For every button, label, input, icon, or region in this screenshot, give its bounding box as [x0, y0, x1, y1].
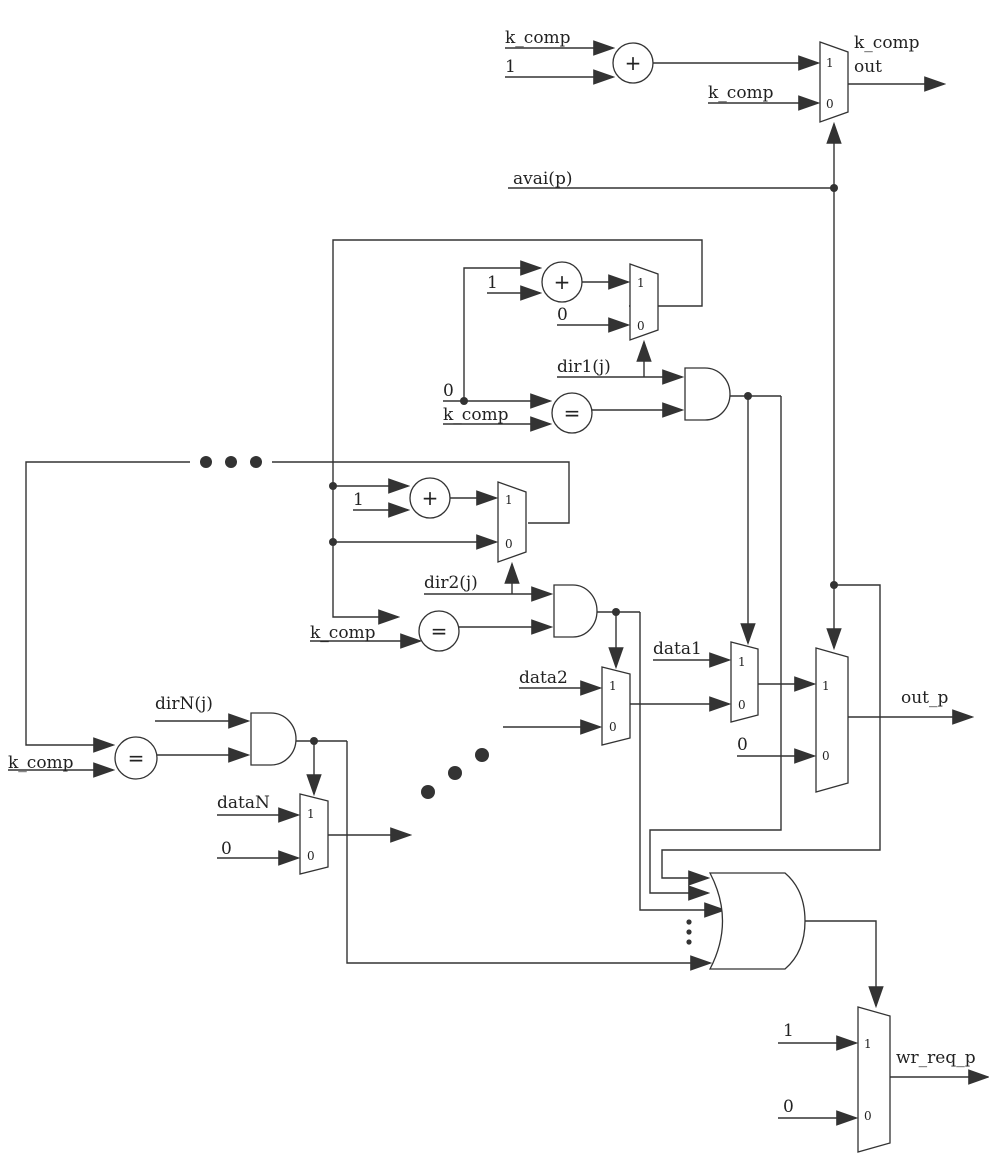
wire-avai-to-or — [661, 584, 881, 886]
or-section: 1 0 1 0 wr_req_p — [686, 872, 989, 1153]
wire-or-to-mux-wr — [805, 920, 884, 1009]
data-muxes: data1 1 0 data2 1 0 0 1 0 out_p — [503, 639, 975, 793]
top-section: k_comp 1 + k_comp 1 0 k_comp out avai(p) — [505, 28, 947, 886]
mux-wr-pin0: 0 — [864, 1109, 872, 1123]
stage-1: 1 + 0 1 0 dir1(j) 0 k_comp = — [332, 239, 782, 901]
label-out-p: out_p — [901, 688, 949, 708]
comparator-stageN — [114, 736, 158, 780]
mux-data2-pin0: 0 — [609, 720, 617, 734]
adder-stage2-symbol: + — [422, 486, 439, 510]
label-data1: data1 — [653, 639, 702, 659]
comparator-stage2-symbol: = — [431, 619, 448, 643]
stage-2: 1 + 1 0 dir2(j) k_comp = — [25, 456, 727, 918]
wire-and1-to-or — [649, 396, 782, 901]
and-gate-stage2 — [553, 584, 598, 638]
ellipsis-dot-2 — [225, 456, 237, 468]
mux-data2-pin1: 1 — [609, 679, 617, 693]
mux-data1-pin0: 0 — [738, 698, 746, 712]
or-input-dot-3 — [686, 939, 692, 945]
stage-n: dirN(j) k_comp = dataN 0 1 0 — [8, 694, 713, 971]
or-input-dot-1 — [686, 919, 692, 925]
mux-stage2-pin1: 1 — [505, 493, 513, 507]
label-kcomp-eq1: k_comp — [443, 405, 509, 425]
wire-and2-to-or — [639, 612, 727, 918]
or-input-dot-2 — [686, 929, 692, 935]
mux-kcomp-pin1: 1 — [826, 56, 834, 70]
label-kcomp-eqN: k_comp — [8, 753, 74, 773]
mux-stage2-pin0: 0 — [505, 537, 513, 551]
wire-feedback-stage1 — [332, 239, 703, 625]
label-one-stage2: 1 — [353, 490, 364, 510]
mux-dataN-pin1: 1 — [307, 807, 315, 821]
mux-dataN — [299, 793, 329, 875]
label-dataN: dataN — [217, 793, 270, 813]
or-gate — [708, 872, 806, 970]
wire-feedback-stage2-right — [272, 461, 570, 524]
label-kcomp-out-1: k_comp — [854, 33, 920, 53]
comparator-stage2 — [418, 610, 460, 652]
mux-dataN-pin0: 0 — [307, 849, 315, 863]
mux-stage1 — [629, 263, 659, 341]
wire-zero-to-adder1 — [463, 260, 543, 401]
label-zero-stage1: 0 — [557, 305, 568, 325]
label-one-wr: 1 — [783, 1021, 794, 1041]
label-kcomp-mux-zero: k_comp — [708, 83, 774, 103]
mux-kcomp-out — [819, 41, 849, 123]
mux-stage1-pin1: 1 — [637, 276, 645, 290]
chain-dot-3 — [475, 748, 489, 762]
label-zero-dataN: 0 — [221, 839, 232, 859]
label-dir2: dir2(j) — [424, 573, 478, 593]
label-kcomp-eq2: k_comp — [310, 623, 376, 643]
label-avai: avai(p) — [513, 169, 572, 189]
label-zero-wr: 0 — [783, 1097, 794, 1117]
mux-wr-pin1: 1 — [864, 1037, 872, 1051]
label-one-top: 1 — [505, 57, 516, 77]
label-one-stage1: 1 — [487, 273, 498, 293]
label-kcomp-out-2: out — [854, 57, 882, 77]
mux-out-pin1: 1 — [822, 679, 830, 693]
label-kcomp-top: k_comp — [505, 28, 571, 48]
mux-data1-pin1: 1 — [738, 655, 746, 669]
and-gate-stage1 — [684, 367, 731, 421]
label-zero-eq1: 0 — [443, 381, 454, 401]
chain-dot-1 — [421, 785, 435, 799]
label-dir1: dir1(j) — [557, 357, 611, 377]
comparator-stageN-symbol: = — [128, 746, 145, 770]
mux-data2 — [601, 666, 631, 746]
wire-feedback-to-eqN — [25, 461, 190, 753]
ellipsis-dot-3 — [250, 456, 262, 468]
mux-out-p — [815, 647, 849, 793]
wire-andN-to-or — [346, 741, 713, 971]
mux-out-pin0: 0 — [822, 749, 830, 763]
mux-stage1-pin0: 0 — [637, 319, 645, 333]
adder-stage1-symbol: + — [554, 270, 571, 294]
chain-dot-2 — [448, 766, 462, 780]
adder-top-symbol: + — [625, 51, 642, 75]
comparator-stage1-symbol: = — [564, 401, 581, 425]
ellipsis-dot-1 — [200, 456, 212, 468]
mux-wr-req — [857, 1006, 891, 1153]
comparator-stage1 — [551, 392, 593, 434]
mux-stage2 — [497, 481, 527, 563]
label-zero-mux-out: 0 — [737, 735, 748, 755]
mux-data1 — [730, 641, 759, 723]
label-wr-req: wr_req_p — [896, 1048, 976, 1068]
label-data2: data2 — [519, 668, 568, 688]
junction-zero-stage1 — [460, 397, 468, 405]
and-gate-stageN — [250, 712, 297, 766]
mux-kcomp-pin0: 0 — [826, 97, 834, 111]
label-dirN: dirN(j) — [155, 694, 213, 714]
